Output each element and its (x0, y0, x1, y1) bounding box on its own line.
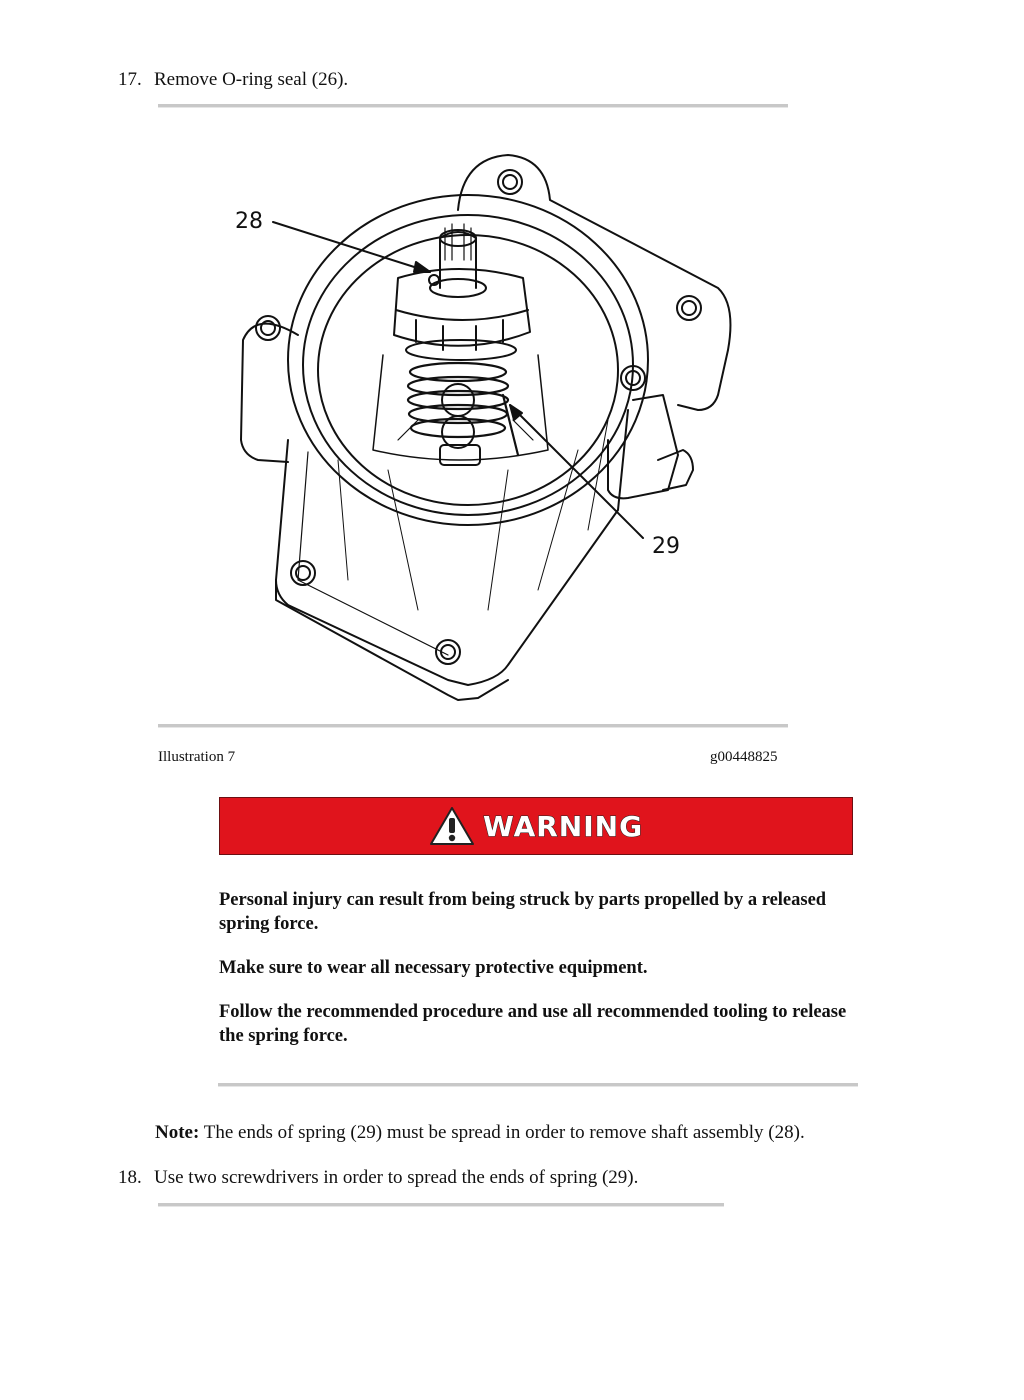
step-18: 18. Use two screwdrivers in order to spre… (118, 1166, 638, 1190)
bolt-hole (255, 315, 281, 341)
callout-28-arrow (272, 221, 431, 273)
step-text: Use two screwdrivers in order to spread … (154, 1167, 639, 1188)
warning-body: Personal injury can result from being st… (219, 888, 859, 1068)
warning-label: WARNING (482, 809, 644, 843)
callout-29-label: 29 (652, 534, 680, 559)
figure-id: g00448825 (710, 749, 778, 765)
port-fitting (620, 365, 646, 391)
shaft-nut (393, 268, 531, 347)
bolt-hole (435, 639, 461, 665)
callout-29-arrow (509, 404, 644, 539)
o-ring (429, 278, 487, 298)
housing-bowl-inner (302, 214, 634, 516)
bolt-hole (497, 169, 523, 195)
callout-28-label: 28 (235, 209, 263, 234)
warning-paragraph: Personal injury can result from being st… (219, 890, 827, 934)
warning-triangle-icon (429, 807, 474, 845)
step-17: 17. Remove O-ring seal (26). (118, 68, 348, 92)
step-number: 18. (118, 1167, 142, 1188)
bolt-hole (676, 295, 702, 321)
step-text: Remove O-ring seal (26). (154, 69, 349, 90)
figure-caption: Illustration 7 (158, 749, 236, 765)
warning-paragraph: Make sure to wear all necessary protecti… (219, 958, 648, 978)
housing-body (275, 409, 629, 686)
figure-bottom-rule (158, 724, 788, 728)
housing-flange (457, 154, 732, 411)
bolt-hole (290, 560, 316, 586)
illustration-diagram: 28 29 (235, 154, 732, 701)
side-port (607, 394, 679, 500)
side-bolt (657, 449, 694, 491)
note-text: The ends of spring (29) must be spread i… (199, 1122, 805, 1143)
note-label: Note: (155, 1122, 200, 1143)
warning-paragraph: Follow the recommended procedure and use… (219, 1002, 847, 1046)
figure-top-rule (158, 104, 788, 108)
warning-banner: WARNING (219, 797, 853, 855)
spring (406, 361, 520, 457)
step-number: 17. (118, 69, 142, 90)
note: Note: The ends of spring (29) must be sp… (155, 1121, 805, 1145)
warning-bottom-rule (218, 1083, 858, 1087)
next-figure-top-rule (158, 1203, 724, 1207)
housing-bowl-outer (287, 194, 649, 526)
